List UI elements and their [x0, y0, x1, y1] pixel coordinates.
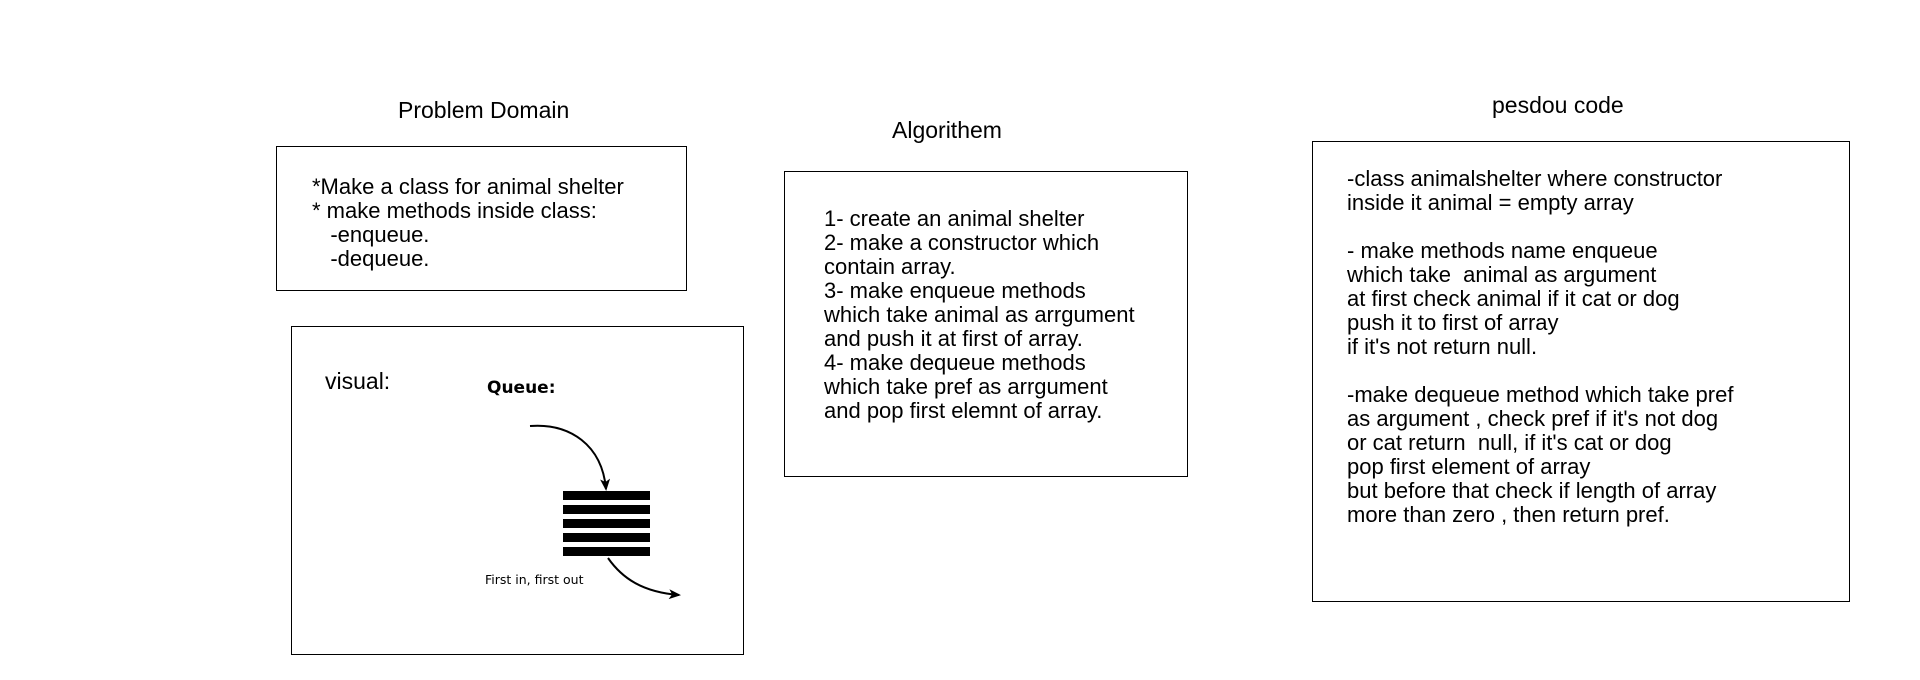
algorithm-title: Algorithem: [892, 117, 1002, 143]
pseudo-code-text: -class animalshelter where constructor i…: [1347, 166, 1734, 527]
pseudo-code-title: pesdou code: [1492, 92, 1624, 118]
problem-domain-title: Problem Domain: [398, 97, 570, 123]
fifo-caption: First in, first out: [485, 572, 584, 587]
algorithm-text: 1- create an animal shelter 2- make a co…: [824, 206, 1135, 423]
problem-domain-text: *Make a class for animal shelter * make …: [312, 174, 624, 271]
queue-label: Queue:: [487, 378, 556, 398]
pseudo-code-box: [1312, 141, 1850, 602]
visual-label: visual:: [325, 368, 391, 394]
visual-box: [291, 326, 744, 655]
problem-domain-box: [276, 146, 687, 291]
algorithm-box: [784, 171, 1188, 477]
